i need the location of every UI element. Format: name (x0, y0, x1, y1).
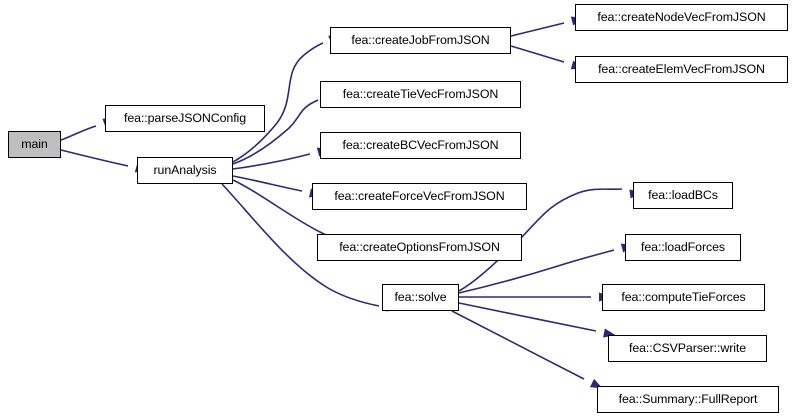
graph-node-createBCVecFromJSON[interactable]: fea::createBCVecFromJSON (320, 132, 521, 159)
graph-node-label: fea::loadForces (641, 240, 725, 255)
graph-node-createForceVecFromJSON[interactable]: fea::createForceVecFromJSON (312, 183, 527, 210)
graph-node-loadForces[interactable]: fea::loadForces (625, 234, 741, 261)
graph-node-SummaryFullReport[interactable]: fea::Summary::FullReport (597, 386, 779, 413)
graph-node-CSVParserWrite[interactable]: fea::CSVParser::write (608, 335, 767, 362)
graph-edge (232, 175, 322, 198)
edge-line (451, 310, 585, 380)
graph-edge (232, 147, 330, 170)
graph-node-createOptionsFromJSON[interactable]: fea::createOptionsFromJSON (317, 234, 522, 261)
edge-line (510, 22, 565, 37)
graph-node-computeTieForces[interactable]: fea::computeTieForces (602, 284, 765, 311)
graph-node-main[interactable]: main (8, 131, 61, 158)
edge-line (458, 302, 597, 332)
graph-node-label: fea::loadBCs (648, 188, 718, 203)
graph-node-label: runAnalysis (153, 163, 217, 178)
graph-node-createNodeVecFromJSON[interactable]: fea::createNodeVecFromJSON (575, 4, 788, 31)
graph-edge (510, 45, 584, 70)
graph-node-loadBCs[interactable]: fea::loadBCs (633, 182, 733, 209)
edge-line (232, 175, 303, 192)
graph-edge (459, 292, 611, 302)
edge-line (60, 149, 129, 167)
graph-node-label: fea::createElemVecFromJSON (598, 62, 765, 77)
graph-edge (510, 16, 584, 37)
graph-node-label: fea::parseJSONConfig (124, 111, 246, 126)
graph-node-label: main (21, 137, 48, 152)
edge-line (510, 45, 565, 63)
graph-node-createTieVecFromJSON[interactable]: fea::createTieVecFromJSON (320, 81, 521, 108)
graph-edge (451, 310, 603, 389)
graph-node-label: fea::createForceVecFromJSON (334, 189, 505, 204)
graph-node-runAnalysis[interactable]: runAnalysis (137, 157, 233, 184)
graph-node-label: fea::createJobFromJSON (351, 33, 490, 48)
edge-line (232, 42, 324, 163)
graph-edge (60, 149, 148, 173)
graph-node-label: fea::CSVParser::write (628, 341, 747, 356)
graph-node-label: fea::createTieVecFromJSON (342, 87, 499, 102)
graph-node-createElemVecFromJSON[interactable]: fea::createElemVecFromJSON (575, 56, 788, 83)
graph-node-solve[interactable]: fea::solve (382, 284, 459, 311)
graph-node-label: fea::computeTieForces (621, 290, 746, 305)
edge-line (232, 153, 311, 170)
graph-edge (458, 302, 616, 338)
edge-line (60, 125, 97, 141)
graph-node-label: fea::solve (394, 290, 447, 305)
graph-node-label: fea::createBCVecFromJSON (342, 138, 499, 153)
graph-node-parseJSONConfig[interactable]: fea::parseJSONConfig (105, 105, 265, 132)
graph-node-label: fea::createOptionsFromJSON (339, 240, 500, 255)
graph-node-label: fea::createNodeVecFromJSON (597, 10, 766, 25)
graph-node-createJobFromJSON[interactable]: fea::createJobFromJSON (330, 27, 511, 54)
graph-node-label: fea::Summary::FullReport (618, 392, 758, 407)
